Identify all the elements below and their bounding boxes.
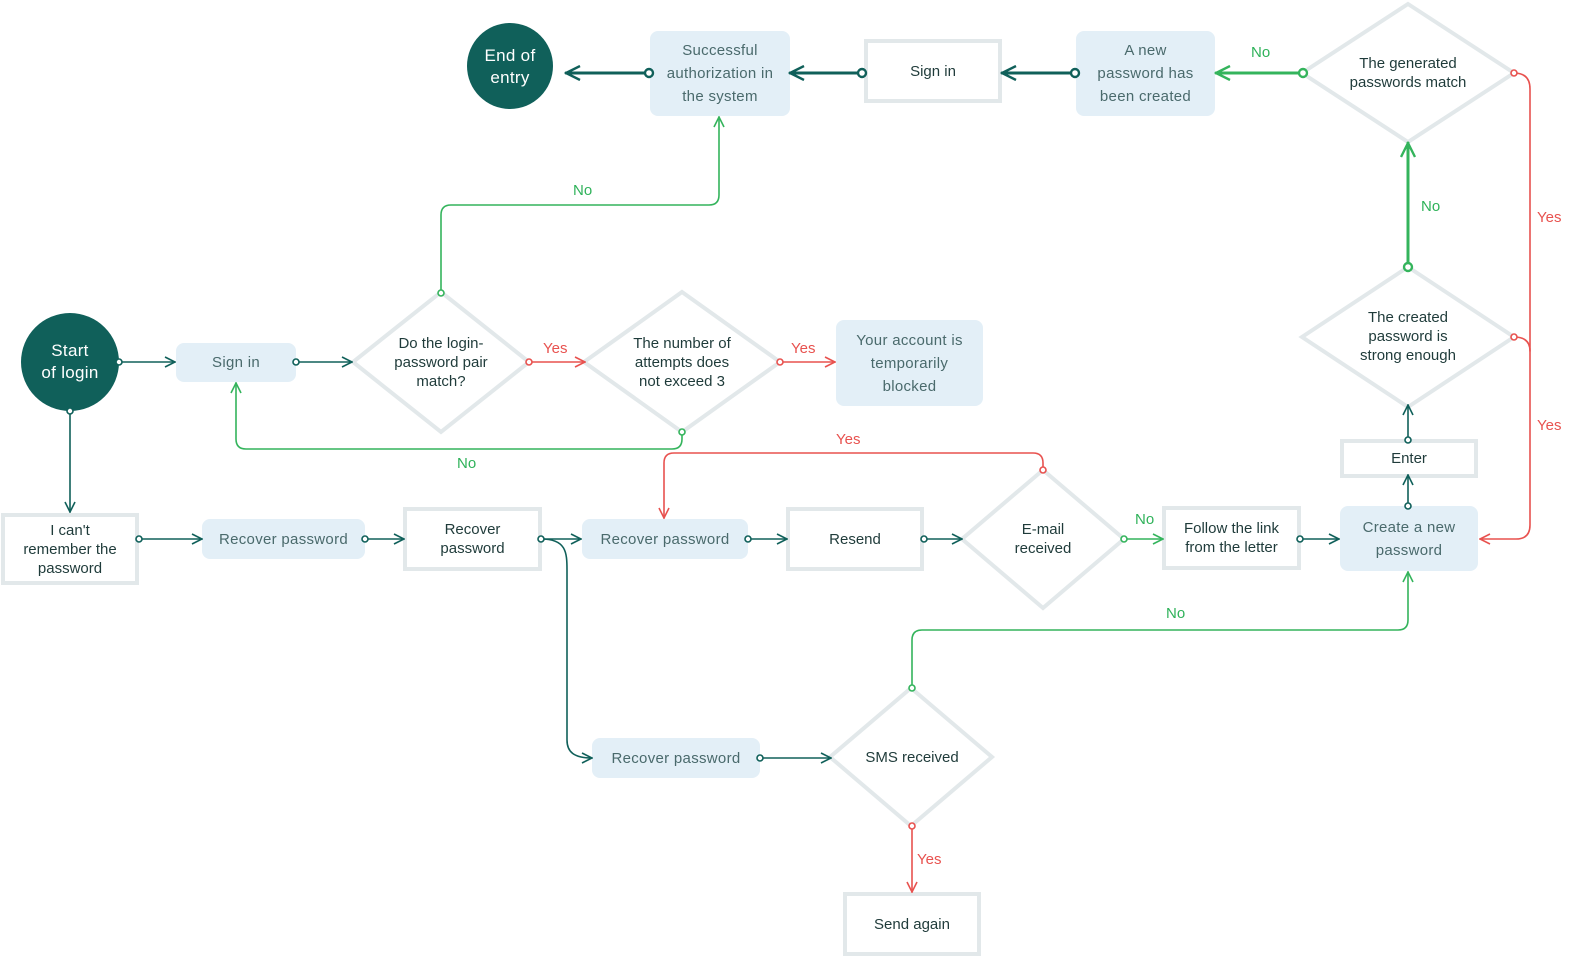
follow-link-node [1162, 506, 1301, 570]
follow-link-label: Follow the link from the letter [1183, 520, 1280, 556]
edge-label-generated-yes: Yes [1537, 209, 1562, 226]
connectors [67, 69, 1531, 892]
email-received-label: E-mail received [1014, 521, 1072, 557]
sign-in-main-node [176, 343, 296, 382]
sign-in-top-label: Sign in [910, 62, 956, 80]
recover-password-email-node [582, 519, 748, 559]
strong-enough-label: The created password is strong enough [1360, 308, 1456, 364]
recover-password-1-label: Recover password [218, 530, 349, 548]
successful-authorization-node [650, 31, 790, 116]
edge-label-login-no: No [573, 182, 593, 199]
edge-label-strong-no: No [1421, 198, 1441, 215]
start-of-login-label: Start of login [41, 341, 99, 382]
login-match-label: Do the login- password pair match? [394, 334, 488, 390]
recover-password-2-node [403, 507, 542, 571]
edge-label-generated-no: No [1251, 44, 1271, 61]
enter-label: Enter [1391, 450, 1427, 467]
successful-authorization-label: Successful authorization in the system [666, 42, 774, 105]
edge-label-attempts-yes: Yes [791, 340, 816, 357]
send-again-node [843, 892, 981, 956]
recover-password-sms-node [592, 738, 760, 778]
recover-password-2-label: Recover password [440, 521, 505, 557]
create-new-password-node [1340, 506, 1478, 571]
end-of-entry-label: End of entry [484, 46, 536, 87]
edge-label-email-yes: Yes [836, 431, 861, 448]
edge-label-sms-no: No [1166, 605, 1186, 622]
edge-attempts-no-to-signin [236, 383, 683, 450]
attempts-label: The number of attempts does not exceed 3 [633, 334, 731, 390]
generated-match-label: The generated passwords match [1349, 55, 1467, 91]
edge-generated-yes-to-create [1480, 72, 1531, 539]
edge-sms-no-to-create [911, 572, 1408, 689]
recover-password-sms-label: Recover password [611, 749, 741, 767]
edge-label-email-no: No [1135, 511, 1155, 528]
sign-in-top-node [864, 39, 1002, 103]
edge-label-attempts-no: No [457, 455, 477, 472]
resend-label: Resend [829, 530, 881, 548]
login-match-decision [349, 289, 533, 435]
create-new-password-label: Create a new password [1362, 518, 1456, 559]
cant-remember-label: I can't remember the password [23, 521, 117, 577]
edge-label-login-yes: Yes [543, 340, 568, 357]
email-received-decision [958, 467, 1128, 611]
new-password-created-node [1076, 31, 1215, 116]
new-password-created-label: A new password has been created [1097, 42, 1194, 105]
cant-remember-node [1, 513, 139, 585]
edge-label-strong-yes: Yes [1537, 417, 1562, 434]
account-blocked-node [836, 320, 983, 406]
edge-email-yes-to-recover [664, 452, 1044, 518]
send-again-label: Send again [874, 915, 950, 933]
start-of-login-node [21, 313, 119, 411]
sms-received-label: SMS received [865, 748, 959, 766]
node-shapes [1, 1, 1518, 956]
edge-recover2-to-recover-sms [540, 538, 592, 758]
edge-login-no-to-success [440, 117, 719, 294]
recover-password-email-label: Recover password [600, 530, 730, 548]
account-blocked-label: Your account is temporarily blocked [856, 331, 963, 395]
edge-label-sms-yes: Yes [917, 851, 942, 868]
resend-node [786, 507, 924, 571]
recover-password-1-node [202, 519, 365, 559]
sign-in-main-label: Sign in [212, 354, 260, 371]
end-of-entry-node [467, 23, 553, 109]
